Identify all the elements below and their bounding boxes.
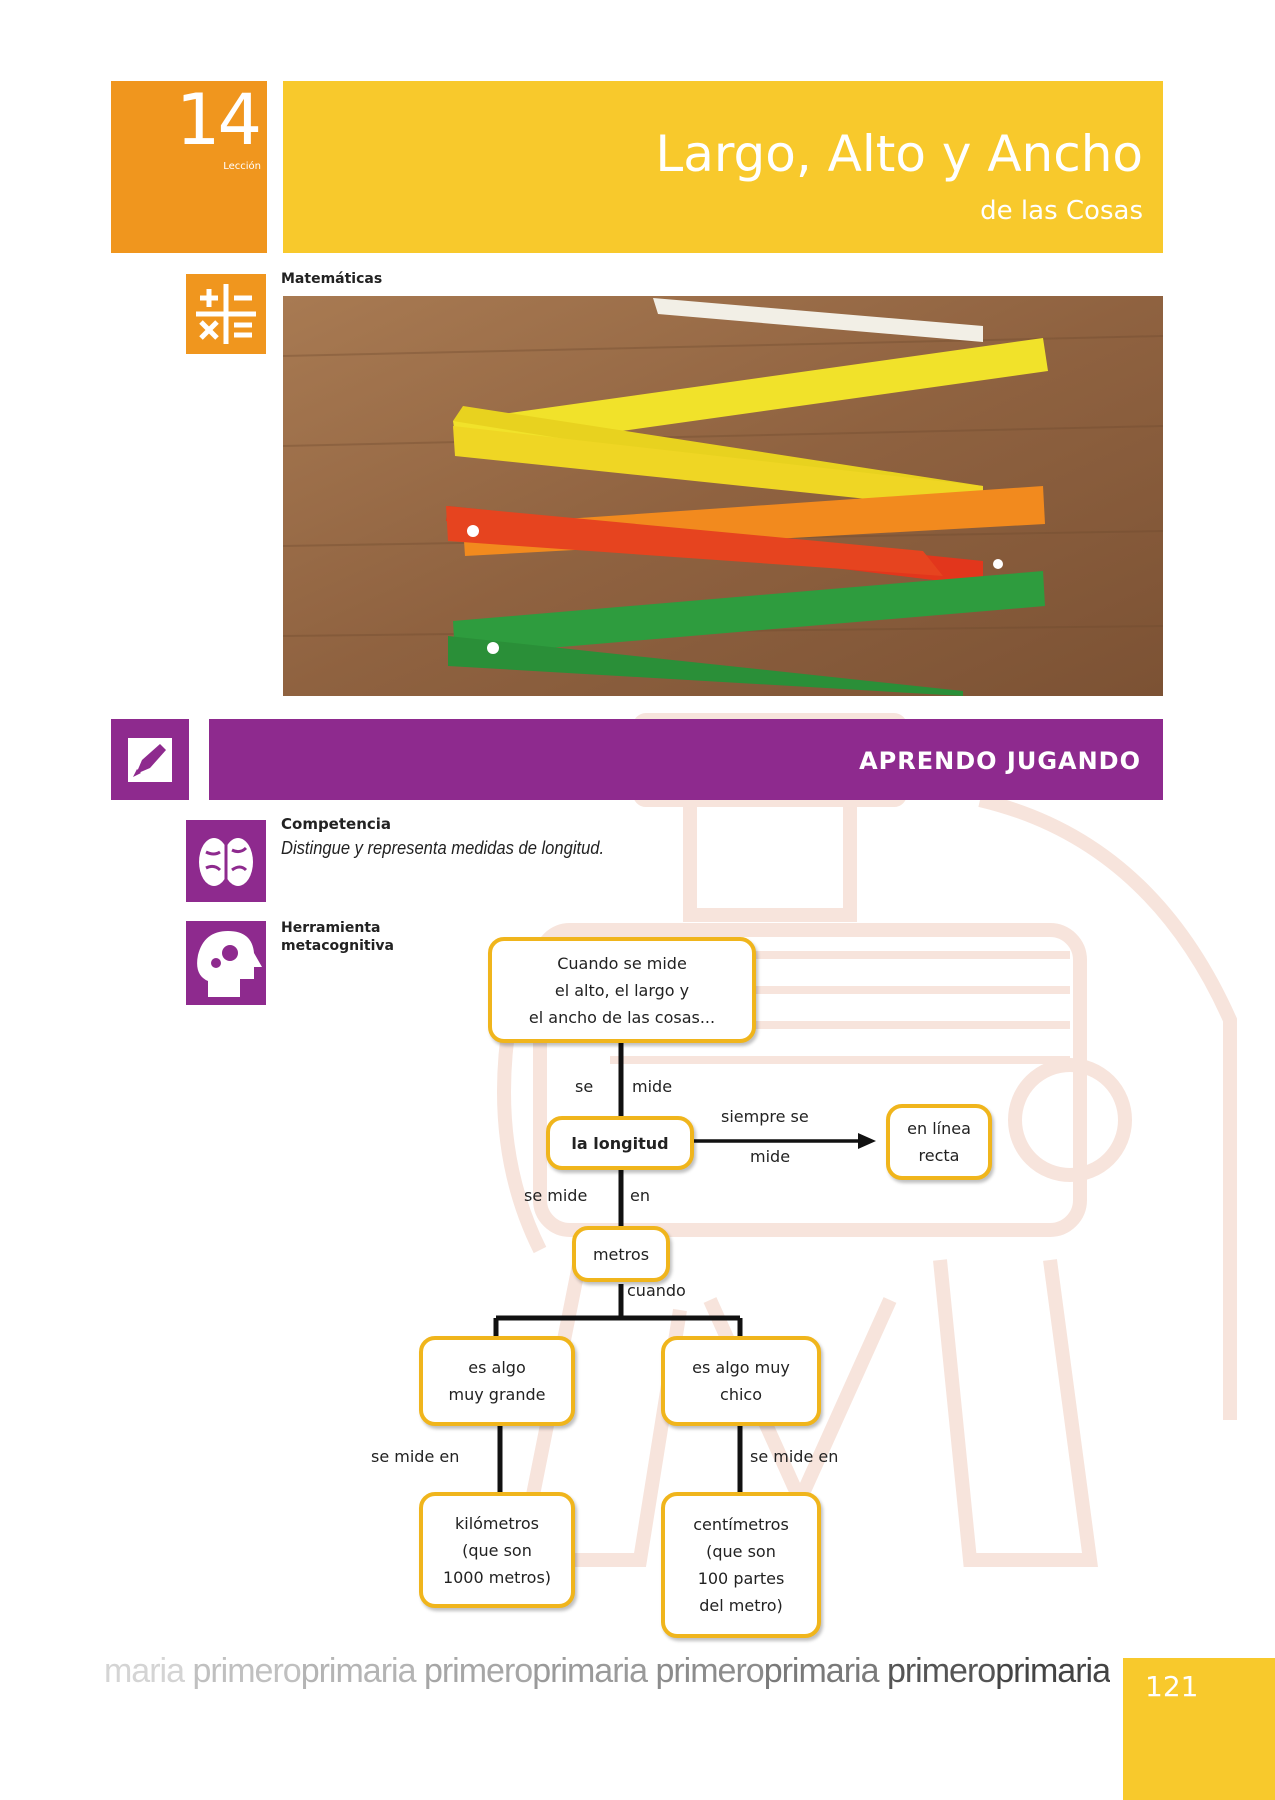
math-operations-icon	[186, 274, 266, 354]
footer-word: primaria	[300, 1652, 424, 1690]
page-number-box: 121	[1123, 1658, 1275, 1800]
head-gears-icon	[186, 921, 266, 1005]
concept-linea-recta: en línea recta	[886, 1104, 992, 1180]
section-title: APRENDO JUGANDO	[859, 747, 1141, 775]
concept-algo-chico: es algo muy chico	[661, 1336, 821, 1426]
side-link-bottom: mide	[750, 1147, 791, 1166]
branch-link: cuando	[627, 1281, 686, 1300]
competence-label: Competencia	[281, 815, 392, 833]
title-banner: Largo, Alto y Ancho de las Cosas	[283, 81, 1163, 253]
footer-word: primaria	[532, 1652, 656, 1690]
competence-text: Distingue y representa medidas de longit…	[281, 838, 605, 858]
footer-word: primero	[423, 1652, 533, 1690]
rocket-icon	[111, 719, 189, 800]
concept-centimetros: centímetros (que son 100 partes del metr…	[661, 1492, 821, 1638]
footer-word: maria	[103, 1652, 193, 1690]
tool-label: Herramienta metacognitiva	[281, 920, 394, 954]
lesson-number: 14	[175, 79, 262, 161]
footer-word: primaria	[763, 1652, 887, 1690]
left-link: se mide en	[371, 1447, 460, 1466]
footer-band: maria primeroprimaria primeroprimaria pr…	[0, 1652, 1110, 1691]
down-link-left: se mide	[524, 1186, 588, 1205]
folding-rulers-photo	[283, 296, 1163, 696]
right-link: se mide en	[750, 1447, 839, 1466]
page-number: 121	[1145, 1670, 1199, 1703]
lesson-label: Lección	[223, 161, 261, 172]
root-link-left: se	[575, 1077, 594, 1096]
concept-algo-grande: es algo muy grande	[419, 1336, 575, 1426]
concept-kilometros: kilómetros (que son 1000 metros)	[419, 1492, 575, 1608]
section-banner: APRENDO JUGANDO	[209, 719, 1163, 800]
side-link-top: siempre se	[721, 1107, 809, 1126]
brain-icon	[186, 820, 266, 902]
subject-label: Matemáticas	[281, 271, 383, 287]
concept-metros: metros	[572, 1226, 670, 1282]
down-link-right: en	[630, 1186, 650, 1205]
footer-word: primero	[886, 1652, 996, 1690]
footer-word: primero	[655, 1652, 764, 1690]
concept-longitud: la longitud	[546, 1116, 694, 1170]
footer-word: primaria	[995, 1652, 1110, 1690]
footer-word: primero	[192, 1652, 301, 1690]
concept-root: Cuando se mide el alto, el largo y el an…	[488, 937, 756, 1043]
root-link-right: mide	[632, 1077, 673, 1096]
lesson-number-box: 14 Lección	[111, 81, 267, 253]
page-subtitle: de las Cosas	[980, 196, 1143, 226]
page-title: Largo, Alto y Ancho	[655, 125, 1143, 183]
